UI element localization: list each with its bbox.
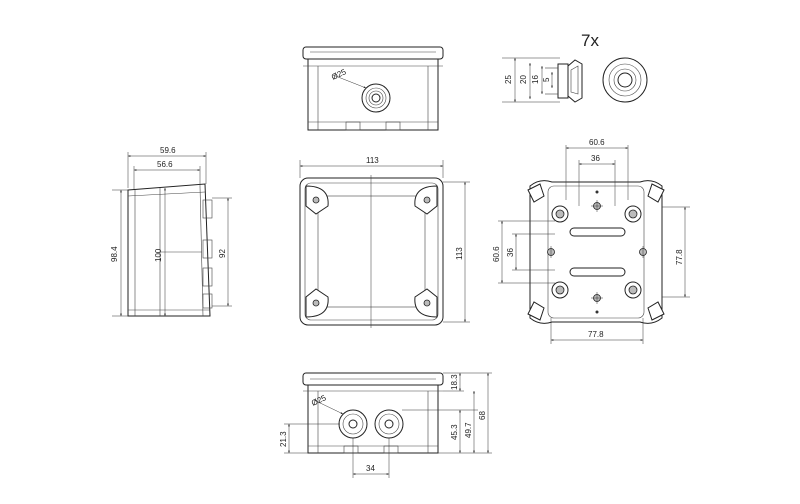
- quantity-label: 7x: [581, 31, 599, 50]
- back-36-left-label: 36: [506, 248, 515, 257]
- gland-16-label: 16: [531, 75, 540, 84]
- front-113-width-label: 113: [366, 156, 379, 165]
- bottom-21-3-label: 21.3: [279, 431, 288, 447]
- bottom-view: Ø25 21.3 34 18.3 45.3 49.7 68: [279, 372, 492, 478]
- back-36-top-label: 36: [591, 154, 600, 163]
- front-view: 113 113: [299, 156, 470, 328]
- gland-detail: 7x 25 20 16 5: [502, 31, 648, 103]
- front-113-height-label: 113: [455, 247, 464, 260]
- bottom-68-label: 68: [478, 411, 487, 420]
- side-100-label: 100: [154, 248, 163, 262]
- side-view: 59.6 56.6 98.4 100 92: [110, 146, 232, 317]
- side-59-6-label: 59.6: [160, 146, 176, 155]
- gland-5-label: 5: [542, 77, 551, 82]
- bottom-18-3-label: 18.3: [450, 374, 459, 390]
- back-60-6-left-label: 60.6: [492, 246, 501, 262]
- back-77-8-right-label: 77.8: [675, 249, 684, 265]
- gland-25-label: 25: [504, 75, 513, 84]
- back-60-6-top-label: 60.6: [589, 138, 605, 147]
- side-92-label: 92: [218, 249, 227, 258]
- back-77-8-bottom-label: 77.8: [588, 330, 604, 339]
- bottom-34-label: 34: [366, 464, 375, 473]
- back-view: 60.6 36 60.6 36 77.8 77.8: [492, 138, 690, 344]
- gland-20-label: 20: [519, 75, 528, 84]
- side-56-6-label: 56.6: [157, 160, 173, 169]
- top-view: Ø25: [302, 46, 444, 131]
- side-98-4-label: 98.4: [110, 246, 119, 262]
- bottom-49-7-label: 49.7: [464, 422, 473, 438]
- bottom-45-3-label: 45.3: [450, 424, 459, 440]
